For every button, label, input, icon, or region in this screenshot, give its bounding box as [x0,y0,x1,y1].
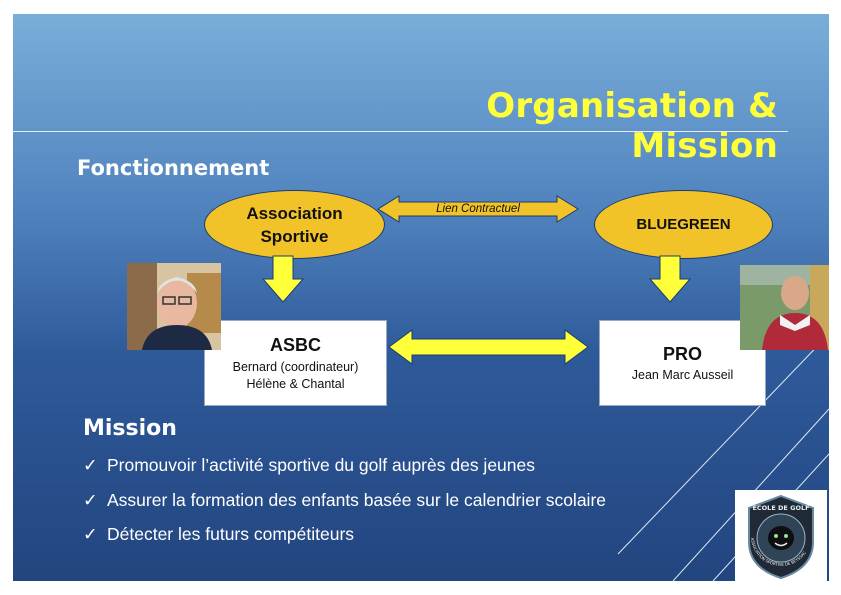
asbc-pro-double-arrow [388,329,589,365]
section-heading-fonctionnement: Fonctionnement [77,156,270,180]
slide: Organisation & Mission Fonctionnement As… [13,14,829,581]
asbc-line1: Bernard (coordinateur) [232,360,359,374]
pro-title: PRO [662,344,702,364]
slide-title: Organisation & Mission [486,86,778,166]
person-photo-jean-marc [740,265,829,350]
title-divider [13,131,788,132]
panther-golf-school-logo: ECOLE DE GOLF ASSOCIATION SPORTIVE DE BE… [735,490,827,581]
mission-item-2: ✓ Assurer la formation des enfants basée … [83,490,606,511]
diagram-arrows [261,195,829,581]
decor-line-1 [617,333,829,555]
down-arrow-left [261,255,305,303]
ellipse-bluegreen: BLUEGREEN [594,190,773,259]
bluegreen-label: BLUEGREEN [636,216,731,233]
asbc-box: ASBC Bernard (coordinateur) Hélène & Cha… [204,320,387,406]
section-heading-mission: Mission [83,416,177,441]
asbc-title: ASBC [269,335,321,355]
mission-item-3: ✓ Détecter les futurs compétiteurs [83,524,354,545]
mission-item-text: Détecter les futurs compétiteurs [107,524,355,544]
check-icon: ✓ [83,491,98,511]
lien-contractuel-label: Lien Contractuel [436,203,520,215]
check-icon: ✓ [83,525,98,545]
mission-item-text: Promouvoir l’activité sportive du golf a… [107,455,535,475]
asbc-line2: Hélène & Chantal [246,377,345,391]
down-arrow-right [648,255,692,303]
association-label-line2: Sportive [260,226,329,246]
association-label-line1: Association [246,203,343,223]
pro-box: PRO Jean Marc Ausseil [599,320,766,406]
lien-contractuel-arrow [377,195,579,223]
pro-line1: Jean Marc Ausseil [631,368,734,382]
check-icon: ✓ [83,456,98,476]
logo-top-text: ECOLE DE GOLF [752,504,809,512]
person-photo-bernard [127,263,221,350]
mission-item-1: ✓ Promouvoir l’activité sportive du golf … [83,455,535,476]
mission-item-text: Assurer la formation des enfants basée s… [107,490,606,510]
ellipse-association-sportive: Association Sportive [204,190,385,259]
